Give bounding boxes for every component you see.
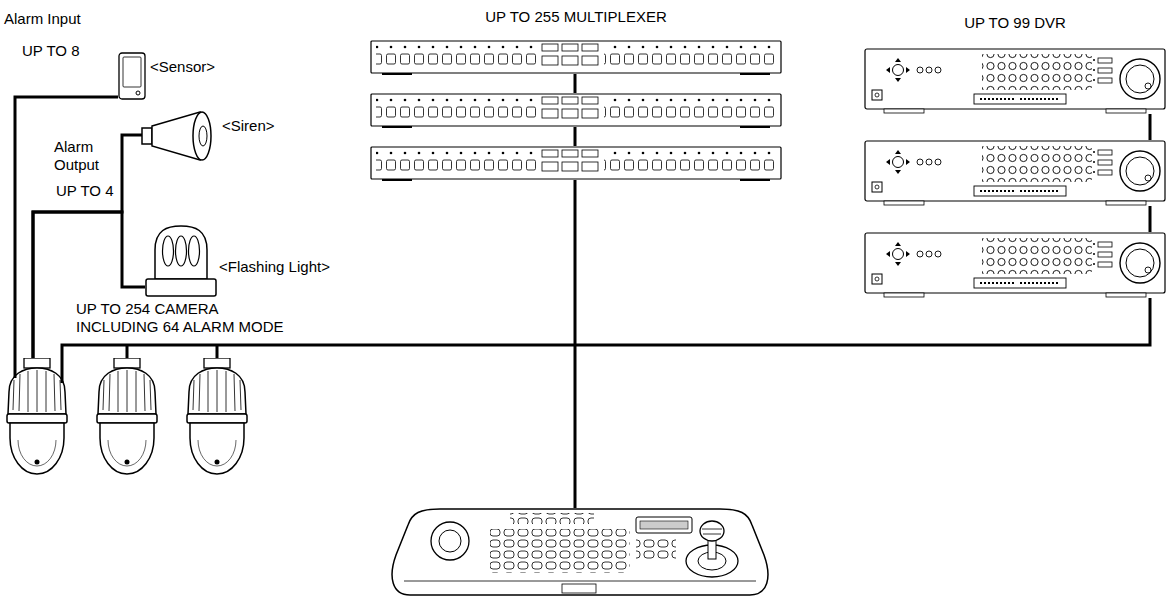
dvr-unit — [865, 49, 1165, 113]
device-label: <Sensor> — [150, 58, 215, 76]
system-label: Alarm Input — [4, 10, 81, 28]
label-anchor: Alarm Output — [54, 138, 118, 174]
dome-camera — [7, 358, 67, 474]
siren-icon — [142, 112, 211, 160]
dvr-group: UP TO 99 DVR — [864, 46, 1166, 298]
sensor-icon — [119, 53, 145, 99]
sensor-node: <Sensor> — [118, 50, 221, 102]
system-label: UP TO 4 — [56, 182, 114, 200]
dome-camera — [97, 358, 157, 474]
device-label: UP TO 99 DVR — [864, 14, 1166, 32]
camera-drop-wire — [15, 358, 62, 383]
multiplexer-unit — [371, 40, 781, 75]
dome-camera — [187, 358, 247, 474]
multiplexer-group: UP TO 255 MULTIPLEXER — [370, 38, 782, 180]
multiplexer-unit — [371, 93, 781, 128]
label-anchor: Alarm Input — [4, 10, 81, 28]
device-label: <Flashing Light> — [219, 258, 330, 276]
siren-node: <Siren> — [142, 108, 282, 162]
device-label: UP TO 254 CAMERA INCLUDING 64 ALARM MODE — [76, 300, 301, 336]
device-label: UP TO 255 MULTIPLEXER — [370, 8, 782, 26]
dvr-unit — [865, 141, 1165, 205]
flashing-light-icon — [146, 226, 216, 296]
multiplexer-wire — [574, 74, 577, 508]
label-anchor: UP TO 4 — [56, 182, 114, 200]
label-anchor: UP TO 8 — [22, 42, 80, 60]
signal-wire — [33, 212, 145, 358]
flashing-light-node: <Flashing Light> — [145, 222, 355, 302]
system-label: UP TO 8 — [22, 42, 80, 60]
device-label: <Siren> — [222, 117, 275, 135]
signal-wire — [62, 298, 1150, 358]
system-label: Alarm Output — [54, 138, 118, 174]
multiplexer-unit — [371, 146, 781, 181]
camera-group: UP TO 254 CAMERA INCLUDING 64 ALARM MODE — [2, 358, 258, 480]
keyboard-controller — [392, 509, 768, 595]
dvr-unit — [865, 233, 1165, 297]
wire — [15, 74, 1150, 508]
dvr-chain-wire — [1149, 114, 1152, 232]
